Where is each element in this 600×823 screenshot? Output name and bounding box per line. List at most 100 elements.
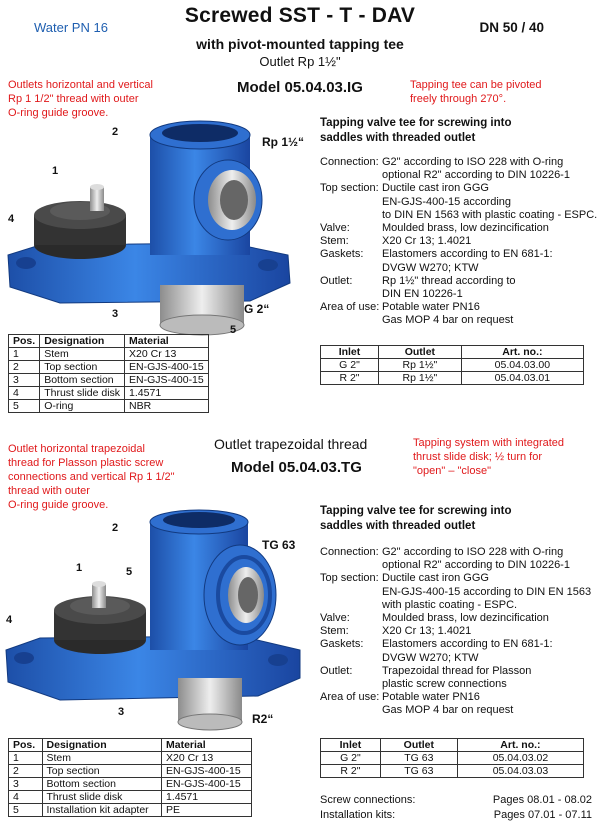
col-designation: Designation <box>39 334 126 348</box>
table-cell: EN-GJS-400-15 <box>124 360 209 374</box>
spec-heading-line: Tapping valve tee for screwing into <box>320 117 512 129</box>
section2-note-left: Outlet horizontal trapezoidal thread for… <box>8 442 175 512</box>
callout-3: 3 <box>112 308 119 320</box>
spec-key: Valve: <box>320 222 350 235</box>
table-cell: 2 <box>7 360 41 374</box>
product-image-ig <box>7 120 291 336</box>
spec-value-line: EN-GJS-400-15 according to DIN EN 1563 <box>382 585 592 598</box>
table-cell: Rp 1½" <box>377 358 462 372</box>
spec-row: Stem: X20 Cr 13; 1.4021 <box>320 235 598 248</box>
table-cell: 05.04.03.00 <box>460 358 585 372</box>
spec-value-line: plastic screw connections <box>382 678 507 691</box>
table-cell: 05.04.03.02 <box>456 751 585 765</box>
spec-value-line: DVGW W270; KTW <box>382 261 479 274</box>
note-line: connections and vertical Rp 1 1/2" <box>8 471 175 483</box>
col-outlet: Outlet <box>379 738 458 752</box>
pressure-rating: Water PN 16 <box>34 20 108 35</box>
table-cell: 3 <box>8 777 43 791</box>
note-line: O-ring guide groove. <box>8 107 109 119</box>
footer-key: Installation kits: <box>320 809 396 821</box>
col-inlet: Inlet <box>320 738 381 752</box>
spec-value-line: Potable water PN16 <box>382 691 480 704</box>
table-cell: Thrust slide disk <box>39 386 126 400</box>
page-subtitle: with pivot-mounted tapping tee <box>196 36 404 52</box>
footer-row: Installation kits: Pages 07.01 - 07.11 <box>320 808 592 823</box>
spec-value-line: with plastic coating - ESPC. <box>382 598 518 611</box>
spec-value: X20 Cr 13; 1.4021 <box>382 625 598 638</box>
footer-value: Pages 07.01 - 07.11 <box>493 809 592 821</box>
nominal-size: DN 50 / 40 <box>479 20 544 35</box>
table-cell: 1 <box>8 751 43 765</box>
callout-1: 1 <box>76 562 83 574</box>
section1-spec-list: Connection:G2" according to ISO 228 with… <box>320 156 598 328</box>
note-line: Tapping tee can be pivoted <box>410 79 542 91</box>
note-line: Rp 1 1/2" thread with outer <box>8 93 139 105</box>
table-cell: NBR <box>124 399 209 413</box>
spec-value-line: Rp 1½" thread according to <box>382 274 516 287</box>
outlet-subtitle: Outlet Rp 1½" <box>259 54 341 69</box>
table-cell: Bottom section <box>39 373 126 387</box>
note-line: freely through 270°. <box>410 93 507 105</box>
callout-5: 5 <box>230 324 237 336</box>
section1-spec-heading: Tapping valve tee for screwing into sadd… <box>320 116 512 146</box>
spec-key: Area of use: <box>320 301 380 314</box>
spec-value-line: optional R2" according to DIN 10226-1 <box>382 169 570 182</box>
spec-key: Connection: <box>320 156 379 168</box>
spec-value-line: Gas MOP 4 bar on request <box>382 314 514 327</box>
callout-thread: R2“ <box>252 712 274 726</box>
table-cell: G 2" <box>320 751 381 765</box>
spec-value-line: optional R2" according to DIN 10226-1 <box>382 559 570 572</box>
table-cell: Bottom section <box>41 777 163 791</box>
footer-key: Screw connections: <box>320 794 416 806</box>
spec-key: Valve: <box>320 612 350 625</box>
spec-value-line: X20 Cr 13; 1.4021 <box>382 625 472 638</box>
table-cell: TG 63 <box>379 751 458 765</box>
spec-row: Gaskets: Elastomers according to EN 681-1… <box>320 638 598 664</box>
product-image-tg <box>5 509 301 731</box>
table-cell: 5 <box>8 803 43 817</box>
spec-key: Gaskets: <box>320 638 364 651</box>
page-title: Screwed SST - T - DAV <box>184 4 416 27</box>
table-cell: TG 63 <box>379 764 458 778</box>
note-line: thread for Plasson plastic screw <box>8 457 164 469</box>
section2-spec-list: Connection:G2" according to ISO 228 with… <box>320 546 598 718</box>
spec-key: Top section: <box>320 182 379 195</box>
spec-value-line: Elastomers according to EN 681-1: <box>382 638 553 651</box>
spec-key: Stem: <box>320 235 349 248</box>
section1-model: Model 05.04.03.IG <box>237 79 363 96</box>
table-cell: EN-GJS-400-15 <box>124 373 209 387</box>
table-cell: R 2" <box>320 764 381 778</box>
callout-4: 4 <box>8 213 15 225</box>
table-cell: 4 <box>7 386 41 400</box>
table-cell: 4 <box>8 790 43 804</box>
table-cell: 3 <box>7 373 41 387</box>
spec-value: X20 Cr 13; 1.4021 <box>382 235 598 248</box>
spec-value-line: EN-GJS-400-15 according <box>382 195 512 208</box>
spec-row: Connection:G2" according to ISO 228 with… <box>320 156 598 182</box>
spec-heading-line: saddles with threaded outlet <box>320 520 476 532</box>
section2-model: Model 05.04.03.TG <box>231 459 362 476</box>
note-line: thread with outer <box>8 485 90 497</box>
spec-value-line: Moulded brass, low dezincification <box>382 612 549 625</box>
col-outlet: Outlet <box>377 345 462 359</box>
